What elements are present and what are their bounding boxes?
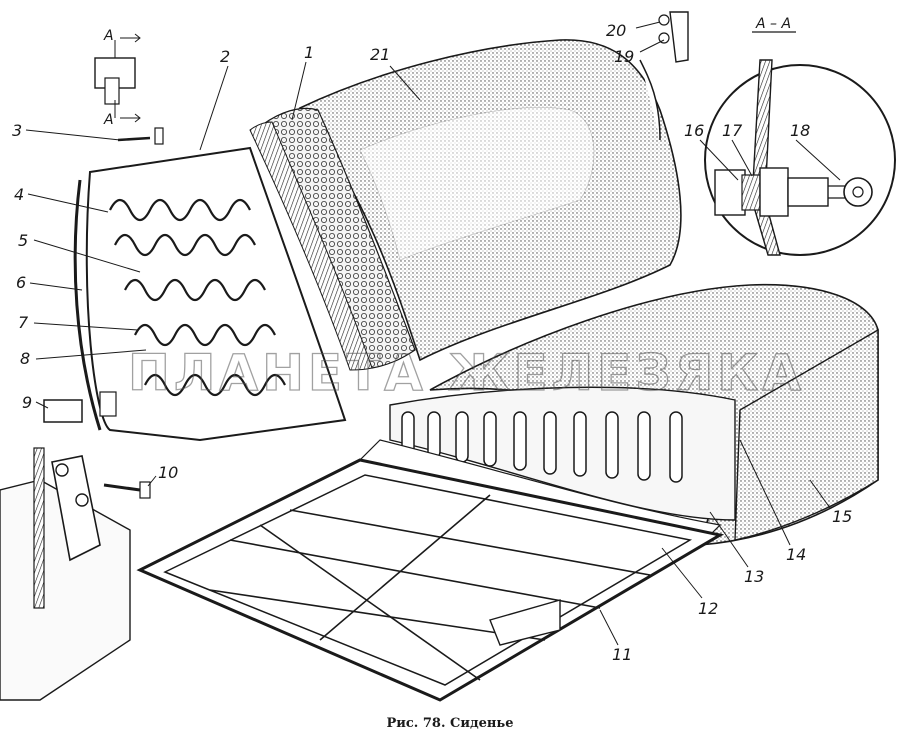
seat-frame-rods xyxy=(209,494,651,681)
callout-5: 5 xyxy=(18,231,28,250)
callout-17: 17 xyxy=(722,121,743,140)
backrest-frame xyxy=(85,146,347,442)
section-arrow-label-lower: A xyxy=(103,112,114,128)
backrest xyxy=(43,39,682,442)
seat-frame-outer xyxy=(136,458,725,702)
frame-bracket xyxy=(99,391,117,417)
section-label: A – A xyxy=(755,16,791,32)
seat-frame-inner xyxy=(163,474,693,686)
callout-11: 11 xyxy=(612,645,632,664)
callout-13: 13 xyxy=(744,567,764,586)
callout-20: 20 xyxy=(606,21,626,40)
backrest-cover-highlight xyxy=(359,107,595,261)
callout-21: 21 xyxy=(370,45,390,64)
callout-8: 8 xyxy=(20,349,30,368)
cushion-coil-springs xyxy=(401,411,683,483)
cushion-side-panel xyxy=(734,328,879,541)
section-arrow-label-upper: A xyxy=(103,28,114,44)
callout-19: 19 xyxy=(614,47,634,66)
section-a-a xyxy=(704,31,896,256)
mounting-bracket xyxy=(0,447,151,701)
leader-lines xyxy=(25,21,841,646)
callout-6: 6 xyxy=(16,273,26,292)
callout-12: 12 xyxy=(698,599,718,618)
callout-labels: 1 2 3 4 5 6 7 8 9 10 11 12 13 14 15 16 1… xyxy=(12,16,852,664)
callout-14: 14 xyxy=(786,545,806,564)
backrest-hatched-band xyxy=(249,121,373,371)
clip-part xyxy=(43,399,83,423)
bolt xyxy=(117,136,151,142)
callout-2: 2 xyxy=(220,47,230,66)
watermark: ПЛАНЕТА ЖЕЛЕЗЯКА xyxy=(128,344,805,402)
cushion xyxy=(136,283,879,702)
mounting-bolt xyxy=(103,483,141,492)
callout-1: 1 xyxy=(304,43,314,62)
figure-caption: Рис. 78. Сиденье xyxy=(386,716,514,731)
frame-latch xyxy=(489,599,561,646)
callout-3: 3 xyxy=(12,121,22,140)
backrest-side-rod xyxy=(73,179,102,431)
callout-15: 15 xyxy=(832,507,852,526)
callout-7: 7 xyxy=(18,313,29,332)
callout-16: 16 xyxy=(684,121,704,140)
bolt-plate-detail xyxy=(639,11,689,141)
callout-9: 9 xyxy=(22,393,32,412)
callout-10: 10 xyxy=(158,463,178,482)
hinge-bracket-detail xyxy=(94,33,164,145)
callout-4: 4 xyxy=(14,185,24,204)
zigzag-springs xyxy=(109,198,286,397)
callout-18: 18 xyxy=(790,121,810,140)
